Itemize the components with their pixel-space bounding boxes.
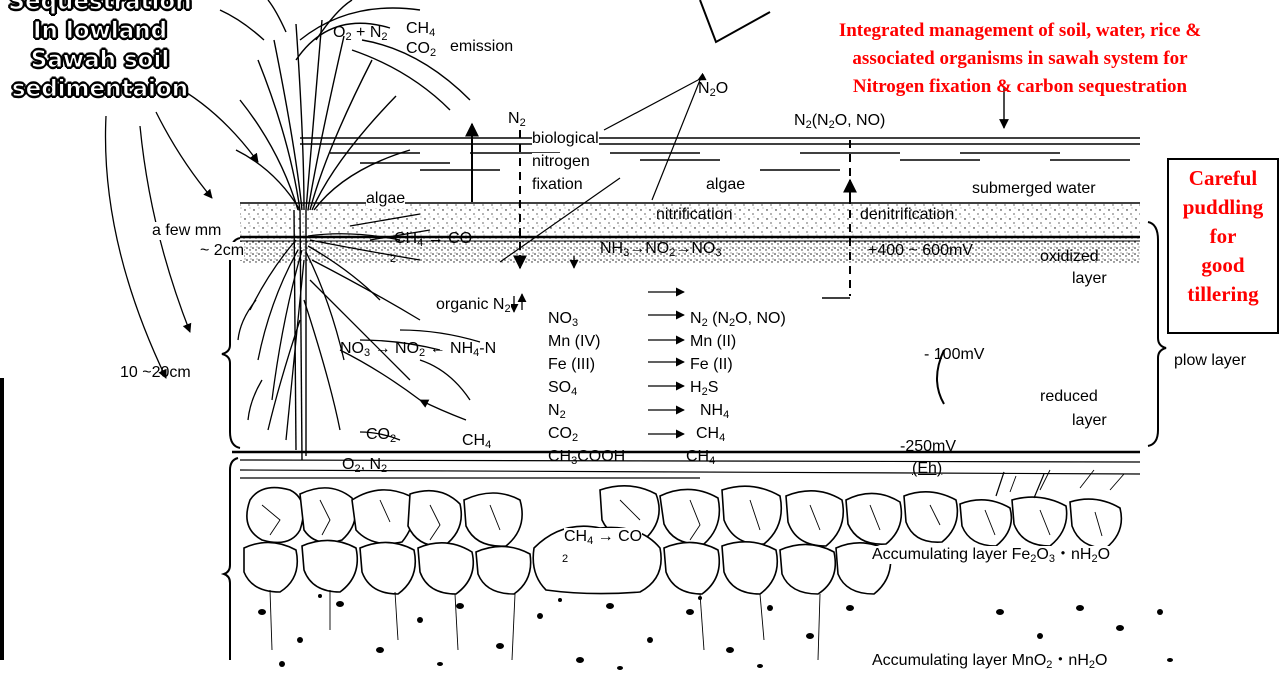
bnf-label-1: biological — [532, 130, 599, 148]
a-few-mm-label: a few mm — [152, 222, 221, 240]
eh-high-label: +400 ~ 600mV — [868, 242, 973, 260]
box-line: good — [1169, 251, 1277, 280]
brace-plow-right — [1148, 222, 1166, 446]
brace-plow-left — [222, 238, 240, 448]
ch4-low-label: CH4 — [462, 432, 491, 450]
bnf-label-2: nitrogen — [532, 153, 590, 171]
box-line: puddling — [1169, 193, 1277, 222]
eh-mid-label: - 100mV — [924, 346, 984, 364]
reduced-label-2: layer — [1072, 412, 1107, 430]
redox-left-item: Fe (III) — [548, 356, 625, 374]
algae-mid-label: algae — [706, 176, 745, 194]
o2-n2-label: O2 + N2 — [333, 24, 388, 42]
clod-layer — [244, 486, 1121, 594]
reduced-label-1: reduced — [1040, 388, 1098, 406]
title-line: sedimentaion — [0, 75, 200, 104]
redox-right-column: N2 (N2O, NO) Mn (II) Fe (II) H2S NH4 CH4… — [690, 310, 786, 466]
box-line: for — [1169, 222, 1277, 251]
redox-right-item: Mn (II) — [690, 333, 786, 351]
ch4-co2-top-label: CH4 → CO — [394, 230, 472, 248]
n2-n2o-no-label: N2(N2O, NO) — [794, 112, 885, 130]
redox-left-item: NO3 — [548, 310, 625, 328]
title-line: Sequestration — [0, 0, 200, 17]
note-line: Integrated management of soil, water, ri… — [756, 17, 1284, 45]
left-edge-bar — [0, 378, 4, 660]
emission-label: emission — [450, 38, 513, 56]
o2-n2-low-label: O2, N2 — [342, 456, 387, 474]
redox-right-item: CH4 — [696, 425, 792, 443]
bnf-label-3: fixation — [532, 176, 583, 194]
box-line: Careful — [1169, 164, 1277, 193]
submerged-water-label: submerged water — [972, 180, 1096, 198]
plow-layer-label: plow layer — [1174, 352, 1246, 370]
title-sequestration: Sequestration In lowland Sawah soil sedi… — [0, 0, 200, 104]
co2-low-label: CO2 — [366, 426, 396, 444]
redox-left-item: N2 — [548, 402, 625, 420]
redox-left-item: CO2 — [548, 425, 625, 443]
title-line: Sawah soil — [0, 46, 200, 75]
water-surface-lines — [300, 138, 1140, 170]
denitrification-label: denitrification — [860, 206, 954, 224]
ch4-label: CH4 — [406, 20, 435, 38]
accum-fe-label: Accumulating layer Fe2O3・nH2O — [872, 546, 1110, 564]
nh3-no2-no3-label: NH3→NO2→NO3 — [600, 240, 721, 258]
redox-left-column: NO3 Mn (IV) Fe (III) SO4 N2 CO2 CH3COOH — [548, 310, 625, 466]
redox-right-item: Fe (II) — [690, 356, 786, 374]
deep-root-hairs — [270, 590, 820, 660]
brace-accum-left — [224, 458, 238, 660]
redox-right-item: N2 (N2O, NO) — [690, 310, 786, 328]
oxidized-label-2: layer — [1072, 270, 1107, 288]
eh-unit-label: (Eh) — [912, 460, 942, 478]
redox-left-item: Mn (IV) — [548, 333, 625, 351]
no3-no2-nh4-label: NO3 → NO2 ← NH4-N — [340, 340, 496, 358]
organic-n2-label: organic N2 — [436, 296, 511, 314]
redox-left-item: CH3COOH — [548, 448, 625, 466]
redox-right-item: H2S — [690, 379, 786, 397]
note-line: associated organisms in sawah system for — [756, 45, 1284, 73]
oxidized-label-1: oxidized — [1040, 248, 1099, 266]
redox-left-item: SO4 — [548, 379, 625, 397]
n2-label: N2 — [508, 110, 526, 128]
note-line: Nitrogen fixation & carbon sequestration — [756, 73, 1284, 101]
careful-puddling-box: Careful puddling for good tillering — [1167, 158, 1279, 334]
co2-label: CO2 — [406, 40, 436, 58]
algae-left-label: algae — [366, 190, 405, 208]
n2o-lines — [604, 80, 700, 200]
integrated-management-note: Integrated management of soil, water, ri… — [756, 17, 1284, 101]
nitrification-label: nitrification — [656, 206, 732, 224]
n2o-label: N2O — [698, 80, 728, 98]
redox-right-item: NH4 — [700, 402, 796, 420]
ch4-co2-deep-sub: 2 — [562, 550, 568, 568]
redox-right-item: CH4 — [686, 448, 782, 466]
accum-mn-label: Accumulating layer MnO2・nH2O — [872, 652, 1107, 670]
eh-low-label: -250mV — [900, 438, 956, 456]
title-line: In lowland — [0, 17, 200, 46]
ten-twenty-cm-label: 10 ~20cm — [120, 364, 191, 382]
two-cm-label: ~ 2cm — [200, 242, 244, 260]
ch4-co2-top-sub: 2 — [390, 250, 396, 268]
ch4-co2-deep-label: CH4 → CO — [564, 528, 642, 546]
box-line: tillering — [1169, 280, 1277, 309]
